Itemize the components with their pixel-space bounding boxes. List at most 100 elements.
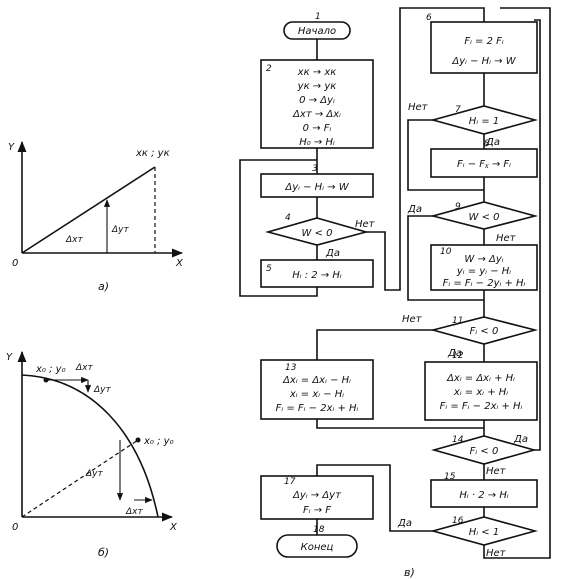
edge-5-loop	[239, 159, 318, 297]
graph-b-dashed	[21, 439, 139, 518]
graph-b-origin: 0	[12, 522, 18, 533]
block-16-text: Hᵢ < 1	[469, 527, 499, 538]
block-2-line-3: 0 → Δyᵢ	[299, 95, 335, 106]
block-3-text: Δyᵢ − Hᵢ → W	[284, 182, 349, 193]
block-2-line-2: yк → yк	[297, 81, 337, 92]
svg-text:13: 13	[285, 363, 297, 373]
svg-text:12: 12	[452, 351, 464, 361]
block-7-text: Hᵢ = 1	[469, 116, 499, 127]
block-14-text: Fᵢ < 0	[470, 446, 499, 457]
graph-a-line	[21, 166, 156, 254]
block-16-yes: Да	[397, 518, 412, 529]
graph-b-dx1-label: Δxт	[75, 363, 93, 373]
block-1: 1 Начало	[283, 12, 351, 40]
block-14-no: Нет	[486, 466, 507, 477]
svg-text:14: 14	[452, 435, 464, 445]
graph-b-point-1-label: x₀ ; y₀	[35, 364, 66, 375]
graph-a-dy-label: Δyт	[111, 225, 129, 235]
block-6-line-2: Δyᵢ − Hᵢ → W	[451, 56, 516, 67]
block-2-line-4: Δxт → Δxᵢ	[292, 109, 341, 120]
block-15-text: Hᵢ · 2 → Hᵢ	[459, 490, 508, 501]
block-2-line-1: xк → xк	[297, 67, 337, 78]
block-9: 9 W < 0 Да Нет	[407, 201, 539, 244]
block-2-line-5: 0 → Fᵢ	[303, 123, 332, 134]
graph-a-y-label: Y	[8, 142, 15, 153]
graph-b-caption: б)	[98, 546, 109, 559]
block-11-text: Fᵢ < 0	[470, 326, 499, 337]
block-8-text: Fᵢ − Fᵪ → Fᵢ	[457, 159, 511, 170]
svg-text:18: 18	[313, 525, 325, 535]
svg-text:15: 15	[444, 472, 456, 482]
svg-text:7: 7	[455, 105, 461, 115]
svg-text:1: 1	[315, 12, 321, 22]
graph-a-dx-label: Δxт	[65, 235, 83, 245]
block-4-text: W < 0	[302, 228, 333, 239]
block-11: 11 Fᵢ < 0 Нет Да	[402, 314, 539, 359]
graph-b-arc	[21, 374, 159, 518]
block-2-line-6: H₀ → Hᵢ	[299, 137, 335, 148]
edge-14-yes	[534, 19, 541, 451]
block-7: 7 Hᵢ = 1 Нет Да	[408, 102, 539, 148]
block-4: 4 W < 0 Нет Да	[264, 213, 376, 259]
block-12-line-1: Δxᵢ = Δxᵢ + Hᵢ	[446, 373, 515, 384]
graph-b-point-2-label: x₀ ; y₀	[143, 436, 174, 447]
graph-a: Y X 0 xк ; yк Δxт Δyт а)	[8, 140, 184, 293]
block-7-no: Нет	[408, 102, 429, 113]
block-1-text: Начало	[298, 26, 336, 37]
flowchart-caption: в)	[404, 566, 415, 579]
svg-text:9: 9	[455, 202, 461, 212]
block-3: 3 Δyᵢ − Hᵢ → W	[260, 164, 374, 198]
block-9-no: Нет	[496, 233, 517, 244]
graph-a-point-label: xк ; yк	[135, 148, 170, 159]
block-13: 13 Δxᵢ = Δxᵢ − Hᵢ xᵢ = xᵢ − Hᵢ Fᵢ = Fᵢ −…	[260, 359, 374, 420]
svg-text:17: 17	[284, 477, 296, 487]
block-17: 17 Δyᵢ → Δyт Fᵢ → F	[260, 475, 374, 520]
block-15: 15 Hᵢ · 2 → Hᵢ	[430, 472, 538, 508]
block-2: 2 xк → xк yк → yк 0 → Δyᵢ Δxт → Δxᵢ 0 → …	[260, 59, 374, 149]
svg-text:2: 2	[266, 64, 272, 74]
graph-b: Y X 0 x₀ ; y₀ x₀ ; y₀ Δxт Δyт Δyт Δxт б)	[6, 350, 178, 559]
svg-text:10: 10	[440, 247, 452, 257]
block-6: 6 Fᵢ = 2 Fᵢ Δyᵢ − Hᵢ → W	[426, 13, 538, 74]
block-11-yes: Да	[447, 348, 462, 359]
graph-b-dy2-label: Δyт	[85, 469, 103, 479]
graph-b-point-2	[135, 437, 141, 443]
block-13-line-1: Δxᵢ = Δxᵢ − Hᵢ	[282, 375, 351, 386]
block-12: 12 Δxᵢ = Δxᵢ + Hᵢ xᵢ = xᵢ + Hᵢ Fᵢ = Fᵢ −…	[424, 351, 538, 421]
block-18: 18 Конец	[276, 525, 358, 558]
block-14: 14 Fᵢ < 0 Да Нет	[431, 434, 537, 477]
svg-text:6: 6	[426, 13, 432, 23]
block-17-line-1: Δyᵢ → Δyт	[292, 490, 342, 501]
block-17-line-2: Fᵢ → F	[303, 505, 331, 516]
block-10: 10 W → Δyᵢ yᵢ = yᵢ − Hᵢ Fᵢ = Fᵢ − 2yᵢ + …	[430, 244, 538, 291]
block-18-text: Конец	[301, 542, 334, 553]
block-4-no: Нет	[355, 219, 376, 230]
block-9-text: W < 0	[469, 212, 500, 223]
block-8: 8 Fᵢ − Fᵪ → Fᵢ	[430, 139, 538, 178]
graph-b-dy1-label: Δyт	[93, 385, 111, 395]
block-10-line-3: Fᵢ = Fᵢ − 2yᵢ + Hᵢ	[443, 278, 526, 289]
graph-b-x-label: X	[169, 522, 178, 533]
block-16-no: Нет	[486, 548, 507, 559]
edge-16-yes	[316, 464, 433, 532]
block-13-line-2: xᵢ = xᵢ − Hᵢ	[289, 389, 344, 400]
edge-16-no	[483, 7, 551, 559]
edge-4-no	[366, 7, 485, 291]
block-7-yes: Да	[485, 137, 500, 148]
graph-b-dx2-label: Δxт	[125, 507, 143, 517]
block-14-yes: Да	[513, 434, 528, 445]
svg-text:8: 8	[484, 139, 490, 149]
block-10-line-1: W → Δyᵢ	[464, 254, 503, 265]
edge-11-no	[316, 329, 433, 360]
edge-9-yes	[407, 215, 484, 301]
block-4-yes: Да	[325, 248, 340, 259]
graph-a-caption: а)	[98, 280, 109, 293]
block-5-text: Hᵢ : 2 → Hᵢ	[292, 270, 342, 281]
graph-a-origin: 0	[12, 258, 18, 269]
block-13-line-3: Fᵢ = Fᵢ − 2xᵢ + Hᵢ	[276, 403, 359, 414]
block-12-line-2: xᵢ = xᵢ + Hᵢ	[453, 387, 508, 398]
flowchart-connectors	[239, 7, 551, 559]
svg-text:11: 11	[452, 316, 463, 326]
svg-text:16: 16	[452, 516, 464, 526]
